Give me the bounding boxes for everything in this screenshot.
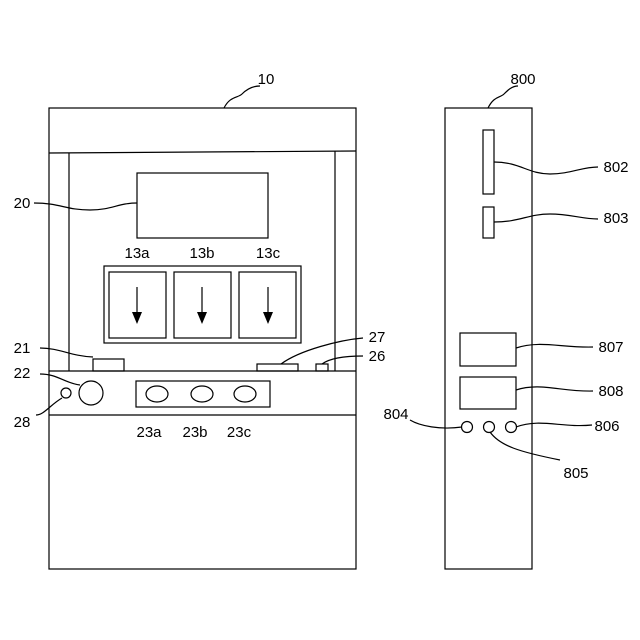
top-panel-line — [49, 151, 356, 153]
reel-b-arrow-icon — [197, 312, 207, 324]
leader-27 — [281, 338, 363, 364]
leader-22 — [40, 374, 80, 385]
leader-805 — [490, 432, 560, 460]
label-reel-a: 13a — [124, 245, 150, 262]
stop-button-b[interactable] — [191, 386, 213, 402]
label-slot-short: 803 — [603, 210, 628, 227]
gaming-machine — [49, 108, 356, 569]
terminal-unit — [445, 108, 532, 569]
label-display: 20 — [14, 195, 31, 212]
label-coin-slot: 27 — [369, 329, 386, 346]
label-coin-button: 26 — [369, 348, 386, 365]
leader-lines — [34, 86, 598, 460]
leader-26 — [322, 356, 363, 364]
label-machine: 10 — [258, 71, 275, 88]
label-stop-c: 23c — [227, 424, 252, 441]
label-unit: 800 — [510, 71, 535, 88]
leader-21 — [40, 348, 93, 357]
label-reel-b: 13b — [189, 245, 214, 262]
unit-housing — [445, 108, 532, 569]
leader-804 — [410, 420, 462, 428]
display-screen — [137, 173, 268, 238]
start-lever[interactable] — [79, 381, 103, 405]
leader-803 — [494, 214, 598, 222]
stop-button-c[interactable] — [234, 386, 256, 402]
label-panel-lower: 808 — [598, 383, 623, 400]
stop-button-panel — [136, 381, 270, 407]
label-reel-c: 13c — [256, 245, 281, 262]
reel-a-arrow-icon — [132, 312, 142, 324]
small-button[interactable] — [61, 388, 71, 398]
reel-c-arrow-icon — [263, 312, 273, 324]
label-panel-upper: 807 — [598, 339, 623, 356]
label-stop-b: 23b — [182, 424, 207, 441]
coin-slot[interactable] — [257, 364, 298, 371]
label-lever: 22 — [14, 365, 31, 382]
label-btn-mid: 805 — [563, 465, 588, 482]
reel-arrows — [132, 287, 273, 324]
card-slot-short[interactable] — [483, 207, 494, 238]
bet-button[interactable] — [93, 359, 124, 371]
leader-802 — [494, 162, 598, 174]
leader-10 — [224, 86, 260, 108]
unit-button-left[interactable] — [462, 422, 473, 433]
leader-800 — [488, 86, 518, 108]
panel-lower — [460, 377, 516, 409]
label-stop-a: 23a — [136, 424, 162, 441]
unit-button-middle[interactable] — [484, 422, 495, 433]
label-small-button: 28 — [14, 414, 31, 431]
unit-button-right[interactable] — [506, 422, 517, 433]
card-slot-long[interactable] — [483, 130, 494, 194]
panel-upper — [460, 333, 516, 366]
coin-return-button[interactable] — [316, 364, 328, 371]
stop-button-a[interactable] — [146, 386, 168, 402]
leader-807 — [516, 344, 593, 348]
leader-806 — [516, 423, 592, 427]
leader-808 — [516, 387, 593, 391]
label-btn-right: 806 — [594, 418, 619, 435]
label-bet-button: 21 — [14, 340, 31, 357]
label-btn-left: 804 — [383, 406, 408, 423]
label-slot-long: 802 — [603, 159, 628, 176]
reference-labels: 10 20 13a 13b 13c 21 22 28 27 26 23a 23b… — [14, 71, 629, 482]
